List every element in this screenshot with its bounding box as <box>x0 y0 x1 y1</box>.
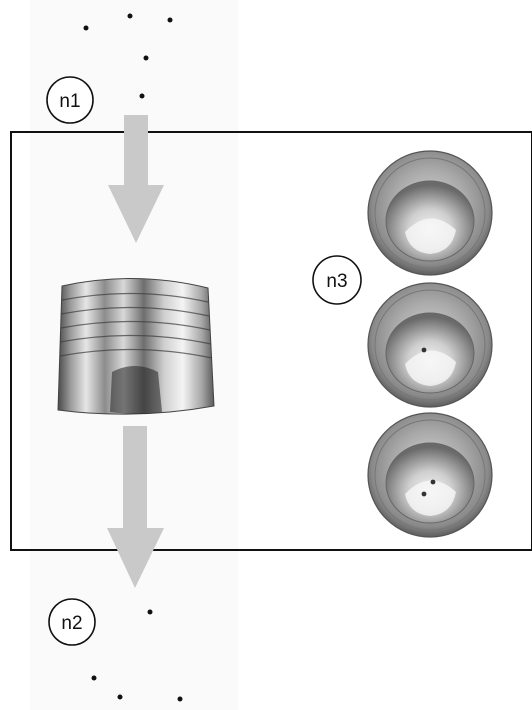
outflow-arrow-shaft <box>123 426 147 530</box>
particle <box>430 479 436 485</box>
label-n1-text: n1 <box>59 91 80 112</box>
particle <box>117 694 123 700</box>
bowl-highlight <box>405 480 456 516</box>
incoming-particles <box>83 13 173 99</box>
particle <box>91 675 97 681</box>
metal-bowl-icon <box>367 282 493 408</box>
particle <box>177 696 183 702</box>
particle <box>421 347 427 353</box>
particle <box>421 491 427 497</box>
inflow-arrow <box>108 115 164 243</box>
particle <box>83 25 89 31</box>
label-n1-circle <box>46 76 94 124</box>
label-n3-text: n3 <box>326 271 347 292</box>
outflow-arrow-head <box>107 528 164 588</box>
outflow-arrow <box>107 426 164 588</box>
label-n2: n2 <box>48 598 96 646</box>
cylinder-shadow <box>110 366 162 414</box>
metal-bowl-icon <box>367 412 493 538</box>
particle <box>167 17 173 23</box>
particle <box>127 13 133 19</box>
bowl-highlight <box>405 218 456 254</box>
label-n2-circle <box>48 598 96 646</box>
inflow-arrow-head <box>108 185 164 243</box>
bowl-rim-ring <box>374 157 486 269</box>
particle <box>147 609 153 615</box>
outgoing-particles <box>91 609 183 702</box>
label-n2-text: n2 <box>61 613 82 634</box>
particle <box>139 93 145 99</box>
cylinder-ribs <box>59 292 213 359</box>
bowl-highlight <box>405 350 456 386</box>
label-n1: n1 <box>46 76 94 124</box>
metal-bowl-icon <box>367 150 493 276</box>
metal-cylinder-icon <box>57 277 215 415</box>
bowl-rim-ring <box>374 419 486 531</box>
chamber-frame <box>10 131 532 551</box>
inflow-arrow-shaft <box>124 115 148 187</box>
cylinder-body <box>57 277 215 415</box>
particle <box>143 55 149 61</box>
label-n3-circle <box>312 255 362 305</box>
bowl-rim-ring <box>374 289 486 401</box>
label-n3: n3 <box>312 255 362 305</box>
